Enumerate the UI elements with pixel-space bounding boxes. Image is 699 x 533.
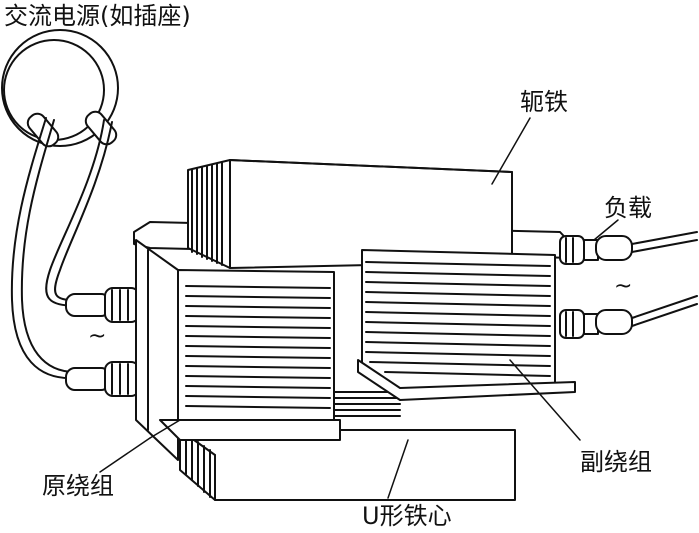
secondary-winding-label: 副绕组 xyxy=(580,448,652,476)
leader-lines xyxy=(99,117,619,499)
yoke-core xyxy=(133,159,576,269)
primary-ac-symbol: ~ xyxy=(88,324,107,349)
secondary-ac-symbol: ~ xyxy=(614,274,633,299)
power-cord xyxy=(10,117,113,380)
yoke-label: 轭铁 xyxy=(520,88,568,116)
load-cable xyxy=(631,231,698,327)
secondary-terminals xyxy=(559,235,633,339)
load-label: 负载 xyxy=(604,194,652,222)
primary-winding-label: 原绕组 xyxy=(42,472,114,500)
u-core xyxy=(179,391,516,501)
primary-coil xyxy=(135,239,341,461)
power-outlet xyxy=(1,29,119,148)
secondary-coil xyxy=(357,249,576,401)
u-core-label: U形铁心 xyxy=(362,502,452,530)
power-source-label: 交流电源(如插座) xyxy=(4,2,191,30)
